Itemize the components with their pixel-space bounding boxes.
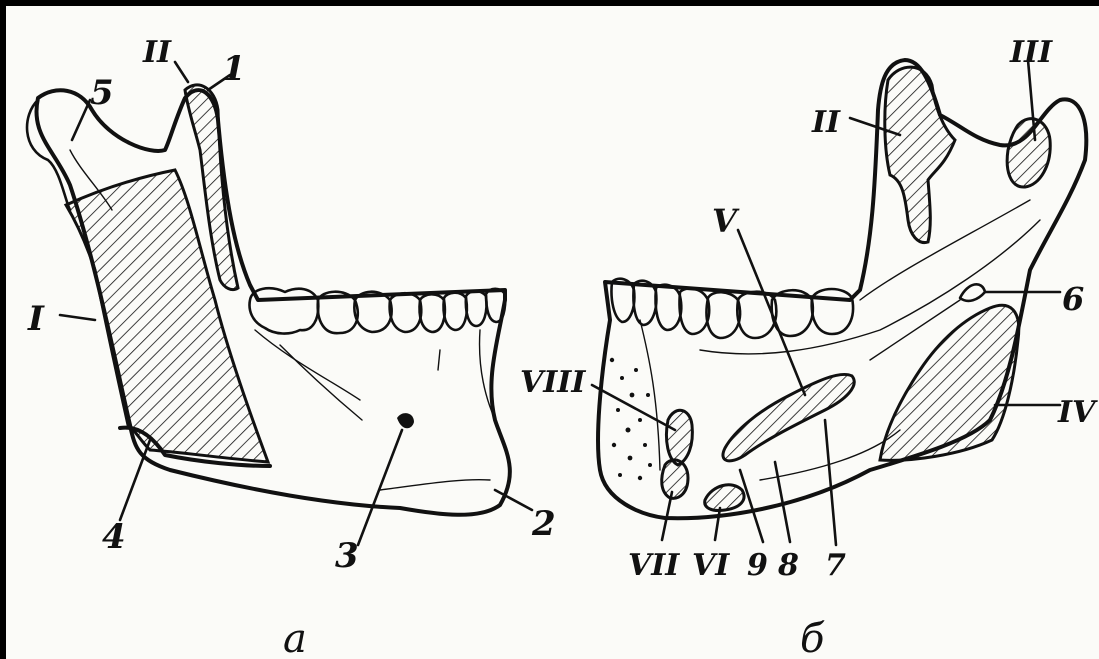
contour-line [438, 350, 440, 370]
label-3: 3 [335, 536, 359, 576]
leader-9 [740, 470, 763, 542]
label-2: 2 [531, 504, 556, 544]
leader-V [738, 230, 805, 395]
label-5: 5 [90, 73, 114, 113]
contour-line [255, 330, 360, 400]
caption-b: б [800, 616, 825, 659]
leader-7 [825, 420, 836, 545]
contour-line [280, 345, 362, 420]
label-muscle-IV: IV [1057, 395, 1098, 430]
label-9: 9 [747, 548, 768, 583]
diagram-frame: I II 1 5 4 3 2 а [6, 6, 1099, 659]
teeth-row-b [611, 279, 853, 338]
label-muscle-II: II [142, 35, 172, 70]
label-muscle-VIII: VIII [520, 365, 586, 400]
leader-II [175, 62, 188, 82]
leader-5 [72, 100, 90, 140]
label-muscle-I: I [27, 299, 45, 339]
medial-pterygoid-attachment [880, 305, 1019, 460]
mandibular-foramen [960, 284, 985, 301]
mental-foramen [397, 413, 414, 428]
label-muscle-II-b: II [811, 105, 841, 140]
temporalis-attachment-b [885, 67, 955, 242]
leader-4 [120, 440, 150, 520]
label-4: 4 [102, 517, 126, 557]
digastric-attachment [705, 485, 744, 511]
leader-I [60, 315, 95, 320]
label-7: 7 [825, 548, 846, 583]
masseter-attachment [66, 170, 268, 462]
mylohyoid-attachment [723, 374, 854, 460]
contour-line [380, 480, 490, 490]
label-muscle-VII: VII [628, 548, 680, 583]
spongy-bone-texture [610, 358, 652, 480]
geniohyoid-attachment [662, 460, 688, 498]
label-muscle-III: III [1009, 35, 1053, 70]
caption-a: а [283, 616, 307, 659]
contour-line [860, 200, 1030, 300]
label-muscle-V: V [712, 202, 740, 240]
lateral-pterygoid-attachment [1007, 119, 1050, 187]
label-1: 1 [222, 49, 246, 89]
mandible-diagram: I II 1 5 4 3 2 а [6, 6, 1099, 659]
leader-VI [715, 508, 720, 540]
leader-VIII [592, 385, 675, 430]
label-6: 6 [1062, 280, 1084, 318]
genioglossus-attachment [666, 410, 692, 465]
mandible-outer-view: I II 1 5 4 3 2 а [27, 35, 556, 659]
label-muscle-VI: VI [692, 548, 730, 583]
label-8: 8 [777, 548, 799, 583]
condyle-head [27, 100, 70, 210]
mandible-inner-view: II III V 6 IV VIII VII VI 9 8 7 б [520, 35, 1098, 659]
